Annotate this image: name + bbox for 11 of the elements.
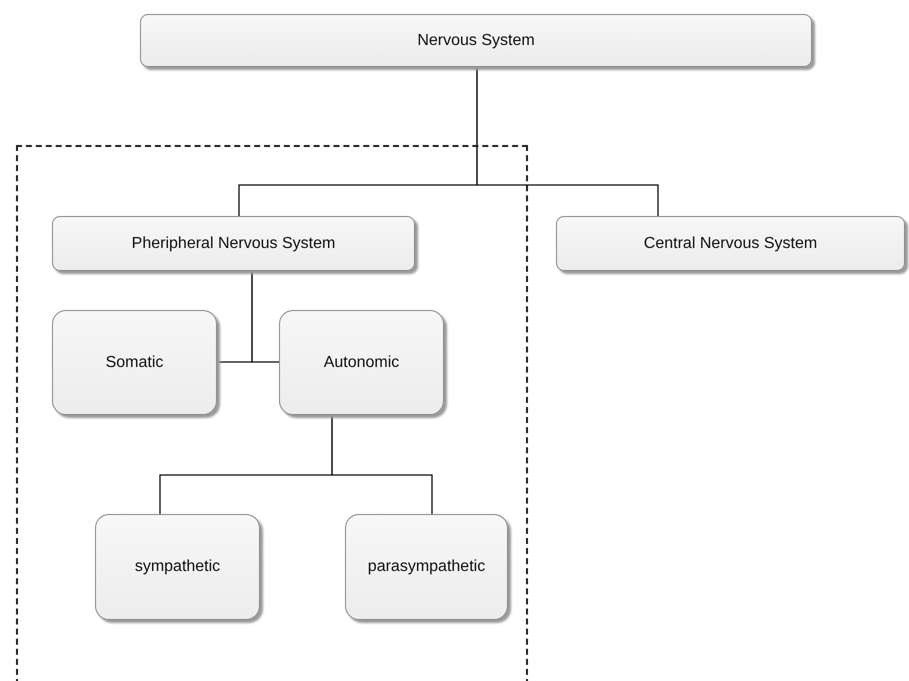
connector-line <box>476 67 659 216</box>
process-box: sympathetic <box>95 514 260 620</box>
process-box: Central Nervous System <box>556 216 905 271</box>
process-box: parasympathetic <box>345 514 508 620</box>
process-box: Nervous System <box>140 14 812 67</box>
process-box: Pheripheral Nervous System <box>52 216 415 271</box>
process-box: Somatic <box>52 310 217 415</box>
connector-line <box>331 415 433 514</box>
process-box: Autonomic <box>279 310 444 415</box>
connector-line <box>251 271 279 363</box>
dashed-group-box <box>16 145 528 681</box>
